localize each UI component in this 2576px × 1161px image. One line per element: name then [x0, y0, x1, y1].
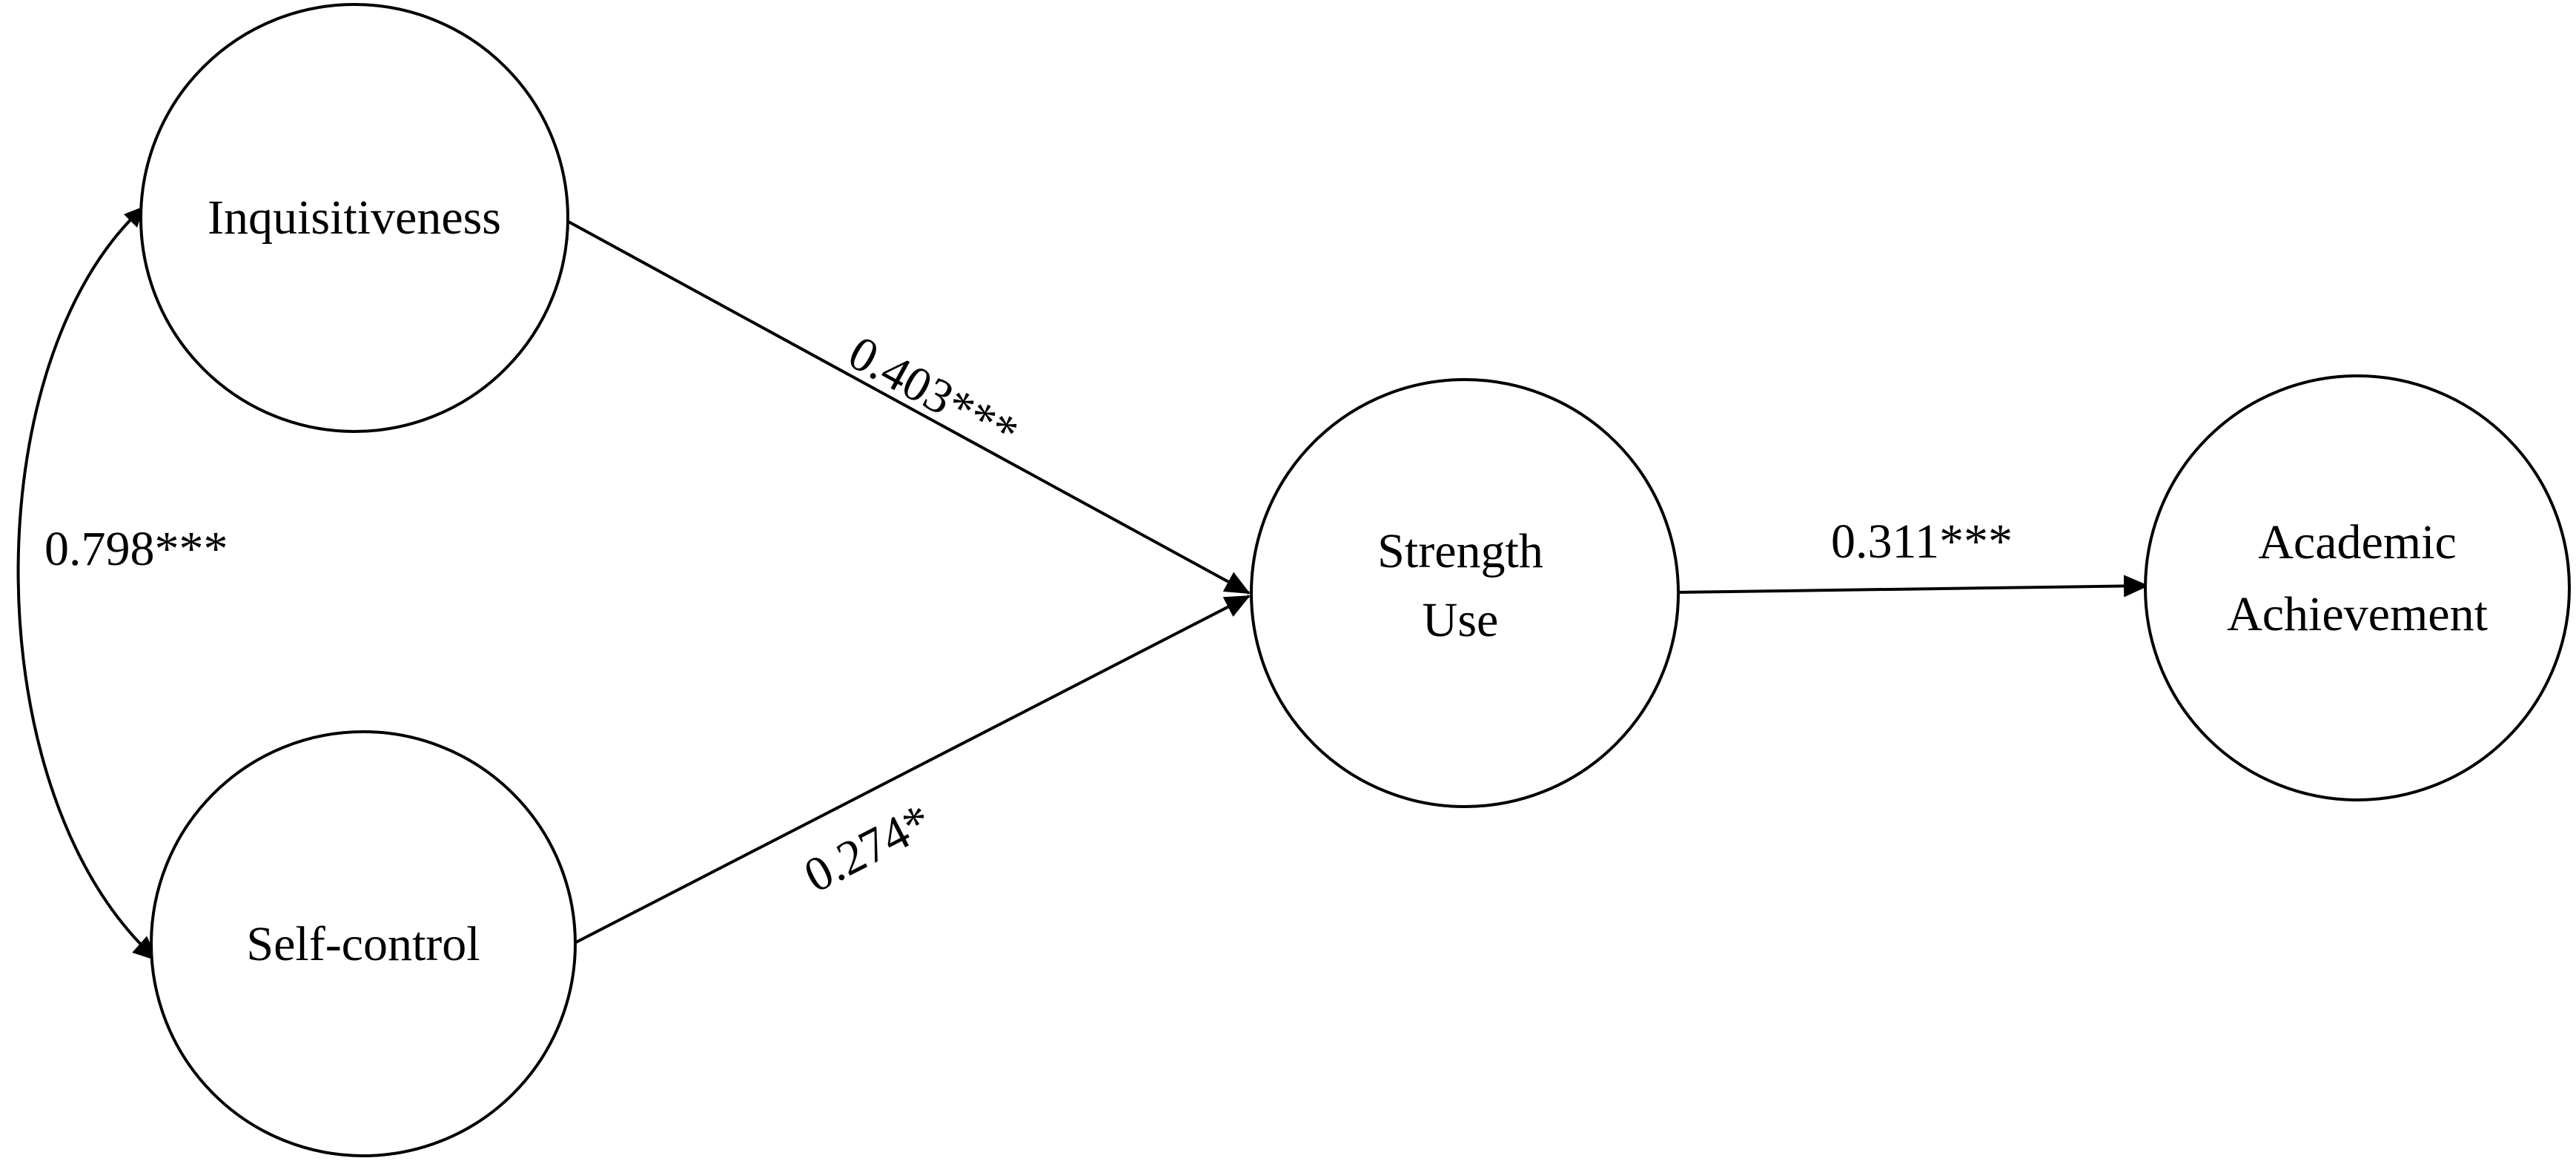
node-self-control: Self-control	[150, 730, 577, 1157]
coefficient-inquisitiveness-with-self-control: 0.798***	[44, 522, 228, 576]
coefficient-inquisitiveness-to-strength-use: 0.403***	[840, 325, 1027, 461]
node-academic-achievement: Academic Achievement	[2144, 374, 2571, 801]
edge-inquisitiveness-with-self-control	[16, 205, 159, 962]
arrowhead-covariance-top	[124, 206, 145, 228]
node-strength-use-label-line1: Strength	[1377, 524, 1543, 578]
edge-self-control-to-strength-use	[574, 595, 1251, 945]
node-strength-use-label-line2: Use	[1423, 593, 1499, 647]
node-strength-use: Strength Use	[1250, 378, 1680, 808]
node-inquisitiveness: Inquisitiveness	[139, 3, 569, 433]
edge-strength-use-to-academic-achievement	[1677, 575, 2149, 598]
node-self-control-label: Self-control	[246, 917, 480, 971]
coefficient-self-control-to-strength-use: 0.274*	[795, 793, 940, 903]
node-academic-achievement-label-line2: Achievement	[2227, 587, 2488, 641]
node-academic-achievement-label-line1: Academic	[2258, 515, 2457, 569]
node-inquisitiveness-label: Inquisitiveness	[208, 191, 501, 245]
edge-inquisitiveness-to-strength-use	[566, 219, 1251, 595]
coefficient-strength-use-to-academic-achievement: 0.311***	[1831, 515, 2013, 569]
